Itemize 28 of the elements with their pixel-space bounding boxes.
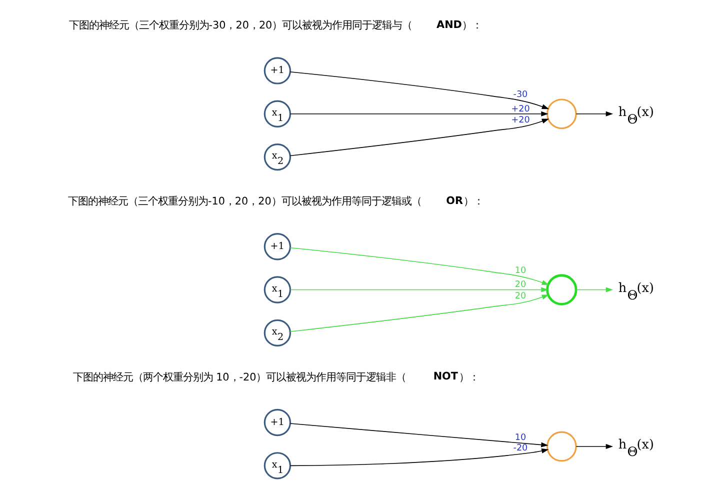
edge-label: +20: [510, 116, 530, 126]
arrow: [575, 444, 613, 449]
arrow: [289, 72, 549, 110]
edge-label: +20: [510, 104, 530, 114]
edge-label: -20: [512, 443, 528, 454]
arrow: [289, 118, 549, 156]
label: 下图的神经元（两个权重分别为 10，-20）可以被视为作用等同于逻辑非（NOT）：: [72, 370, 478, 384]
arrow: [290, 287, 548, 292]
arrow: [289, 247, 549, 285]
arrow: [575, 287, 613, 292]
arrow: [290, 111, 548, 116]
label: 下图的神经元（三个权重分别为-10，20，20）可以被视为作用等同于逻辑或（OR）：: [67, 194, 484, 208]
arrow: [289, 448, 548, 466]
node-circle: +1: [263, 57, 291, 84]
edge-label: 10: [514, 266, 526, 276]
node-circle: [546, 98, 576, 130]
arrow: [575, 111, 613, 116]
node-circle: +1: [263, 408, 291, 436]
edge-label: -30: [512, 90, 528, 100]
label: 下图的神经元（三个权重分别为-30，20，20）可以被视为作用同于逻辑与（AND）：: [68, 18, 482, 32]
edge-label: 10: [514, 432, 526, 443]
arrow: [289, 294, 549, 332]
edge-label: 20: [514, 280, 526, 290]
node-circle: +1: [263, 233, 291, 260]
arrow: [290, 423, 548, 448]
edge-label: 20: [514, 291, 526, 302]
node-circle: [546, 274, 577, 306]
node-circle: [546, 431, 576, 462]
